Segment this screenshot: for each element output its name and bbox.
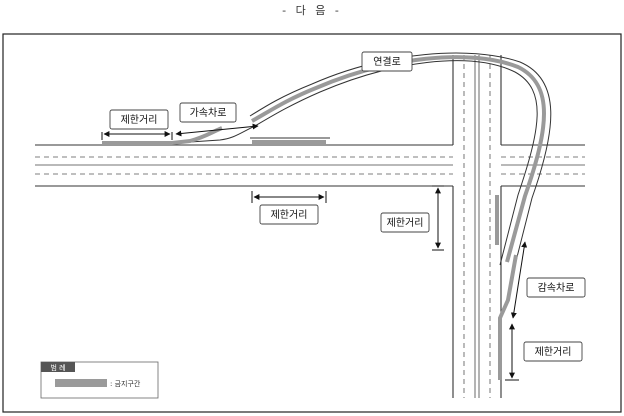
svg-text:연결로: 연결로 xyxy=(373,56,401,68)
svg-text:제한거리: 제한거리 xyxy=(387,217,424,229)
header-title: - 다 음 - xyxy=(282,4,342,17)
legend-title: 범 례 xyxy=(50,363,65,372)
label-restricted-right: 제한거리 xyxy=(523,341,583,362)
main-road-vertical xyxy=(452,55,502,398)
label-restricted-bottom: 제한거리 xyxy=(259,204,319,225)
label-connector: 연결로 xyxy=(361,51,413,72)
legend-item-label: : 금지구간 xyxy=(110,379,141,388)
main-road-horizontal xyxy=(35,144,585,187)
svg-text:가속차로: 가속차로 xyxy=(190,107,227,119)
legend-title-bar xyxy=(41,362,75,372)
restricted-zones xyxy=(102,126,518,380)
connector-ramp xyxy=(174,52,552,266)
arrow-decel-lane xyxy=(510,241,528,319)
diagram-frame xyxy=(2,33,622,413)
label-accel-lane: 가속차로 xyxy=(179,102,237,123)
svg-text:제한거리: 제한거리 xyxy=(121,114,158,126)
svg-text:제한거리: 제한거리 xyxy=(271,209,308,221)
dimension-arrows xyxy=(101,123,528,381)
legend-swatch xyxy=(55,379,107,387)
arrow-accel-lane xyxy=(175,123,259,137)
restricted-zone-decel xyxy=(498,254,518,380)
label-restricted-vertical: 제한거리 xyxy=(380,212,430,233)
legend: 범 례 : 금지구간 xyxy=(40,361,159,399)
svg-text:감속차로: 감속차로 xyxy=(538,282,575,294)
label-decel-lane: 감속차로 xyxy=(526,277,586,298)
label-restricted-left: 제한거리 xyxy=(109,109,169,130)
svg-text:제한거리: 제한거리 xyxy=(535,346,572,358)
